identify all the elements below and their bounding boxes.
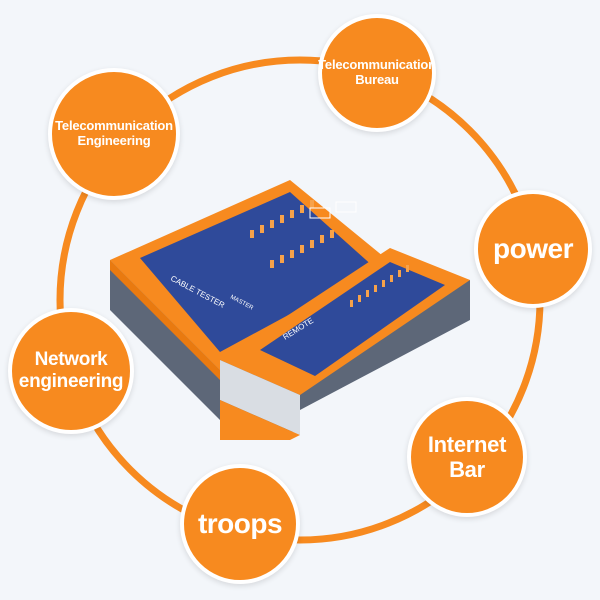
master-panel <box>140 192 375 352</box>
bubble-troops: troops <box>180 464 300 584</box>
master-led-row-1 <box>250 200 314 238</box>
port-label-rj11 <box>309 207 331 219</box>
bubble-telecom-engineering: Telecommunication Engineering <box>48 68 180 200</box>
remote-port-face <box>220 360 300 435</box>
master-unit-side <box>110 260 220 420</box>
master-led-row-2 <box>270 230 334 268</box>
bubble-power: power <box>474 190 592 308</box>
remote-led-row <box>350 265 409 307</box>
port-label-rj45 <box>335 201 357 213</box>
cable-tester-device: CABLE TESTER MASTER REMOTE <box>110 180 470 440</box>
bubble-internet-bar: Internet Bar <box>407 397 527 517</box>
remote-panel <box>260 262 445 376</box>
bubble-network-engineering: Network engineering <box>8 308 134 434</box>
bubble-telecom-bureau: Telecommunication Bureau <box>318 14 436 132</box>
